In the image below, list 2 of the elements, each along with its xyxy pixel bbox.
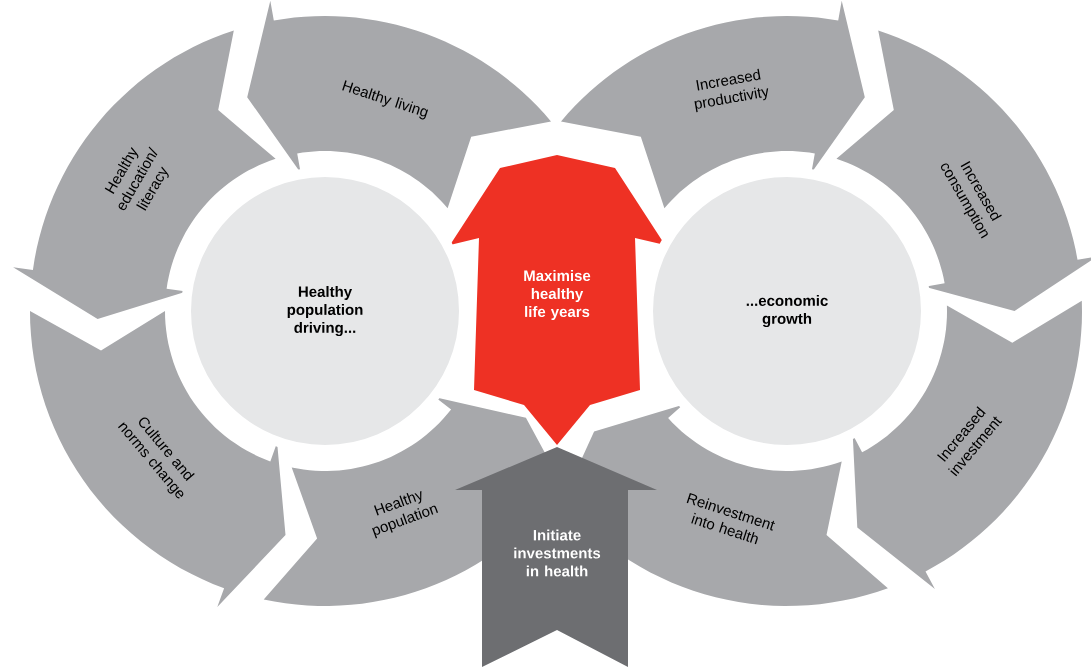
pointed-banner: Maximise healthy life years [450,155,665,445]
pointed-banner: Initiate investments in health [455,447,657,667]
